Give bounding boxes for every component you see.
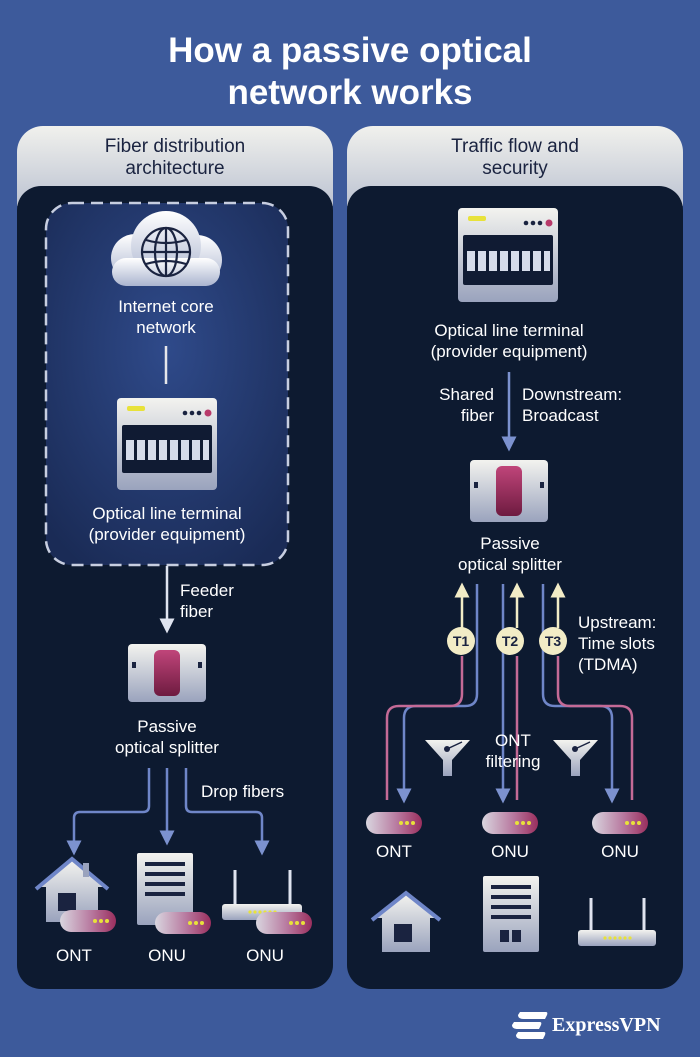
downstream-label: Downstream: Broadcast bbox=[522, 385, 623, 425]
time-slot-badge-t1 bbox=[447, 627, 475, 655]
endpoint-label-left-3: ONU bbox=[246, 946, 284, 965]
right-heading-line-2: security bbox=[482, 158, 548, 179]
time-slot-t3-label: T3 bbox=[544, 633, 562, 649]
upstream-label: Upstream: Time slots (TDMA) bbox=[578, 613, 657, 674]
title-line-1: How a passive optical bbox=[168, 31, 532, 70]
right-heading-line-1: Traffic flow and bbox=[451, 136, 579, 157]
brand-name: ExpressVPN bbox=[552, 1014, 661, 1036]
time-slot-t2-label: T2 bbox=[501, 633, 519, 649]
filter-funnel-icon-2 bbox=[553, 740, 598, 776]
upstream-arrows-right bbox=[454, 582, 566, 628]
endpoint-label-left-1: ONT bbox=[56, 946, 92, 965]
brand-logo: ExpressVPN bbox=[510, 1008, 690, 1042]
olt-device-icon-right bbox=[458, 208, 558, 302]
drop-fibers-label: Drop fibers bbox=[201, 782, 285, 801]
endpoint-label-right-2: ONU bbox=[491, 842, 529, 861]
olt-device-icon-left bbox=[117, 398, 217, 490]
onu-pill-left-2 bbox=[155, 912, 211, 934]
olt-label-left: Optical line terminal (provider equipmen… bbox=[88, 504, 246, 544]
splitter-label-left: Passive optical splitter bbox=[115, 717, 219, 757]
left-heading-line-2: architecture bbox=[125, 158, 225, 179]
onu-pill-left-3 bbox=[256, 912, 312, 934]
title-line-2: network works bbox=[227, 73, 473, 112]
house-icon-left bbox=[34, 856, 110, 922]
shared-fiber-label: Shared fiber bbox=[439, 385, 494, 425]
building-icon-left bbox=[137, 853, 193, 925]
feeder-fiber-label: Feeder fiber bbox=[180, 581, 234, 621]
endpoint-label-left-2: ONU bbox=[148, 946, 186, 965]
endpoint-label-right-3: ONU bbox=[601, 842, 639, 861]
left-heading-line-1: Fiber distribution bbox=[104, 136, 246, 157]
olt-label-right: Optical line terminal (provider equipmen… bbox=[430, 321, 588, 361]
ont-pill-right-1 bbox=[366, 812, 422, 834]
ont-filtering-label: ONT filtering bbox=[485, 731, 541, 771]
globe-icon bbox=[140, 226, 192, 278]
splitter-icon-right bbox=[470, 460, 548, 522]
router-icon-right bbox=[578, 898, 656, 946]
onu-pill-right-2 bbox=[482, 812, 538, 834]
splitter-label-right: Passive optical splitter bbox=[458, 534, 562, 574]
filter-funnel-icon-1 bbox=[425, 740, 470, 776]
upstream-fibers-right bbox=[385, 656, 634, 800]
time-slot-t1-label: T1 bbox=[452, 633, 470, 649]
internet-core-label: Internet core network bbox=[118, 297, 214, 337]
expressvpn-logo-icon bbox=[512, 1012, 548, 1039]
time-slot-badge-t2 bbox=[496, 627, 524, 655]
ont-pill-left-1 bbox=[60, 910, 116, 932]
splitter-icon-left bbox=[128, 644, 206, 702]
onu-pill-right-3 bbox=[592, 812, 648, 834]
drop-fibers-left bbox=[66, 768, 270, 856]
endpoint-label-right-1: ONT bbox=[376, 842, 412, 861]
building-icon-right bbox=[483, 876, 539, 952]
page-title: How a passive optical network works bbox=[0, 30, 700, 114]
house-icon-right bbox=[370, 890, 442, 952]
time-slot-badge-t3 bbox=[539, 627, 567, 655]
